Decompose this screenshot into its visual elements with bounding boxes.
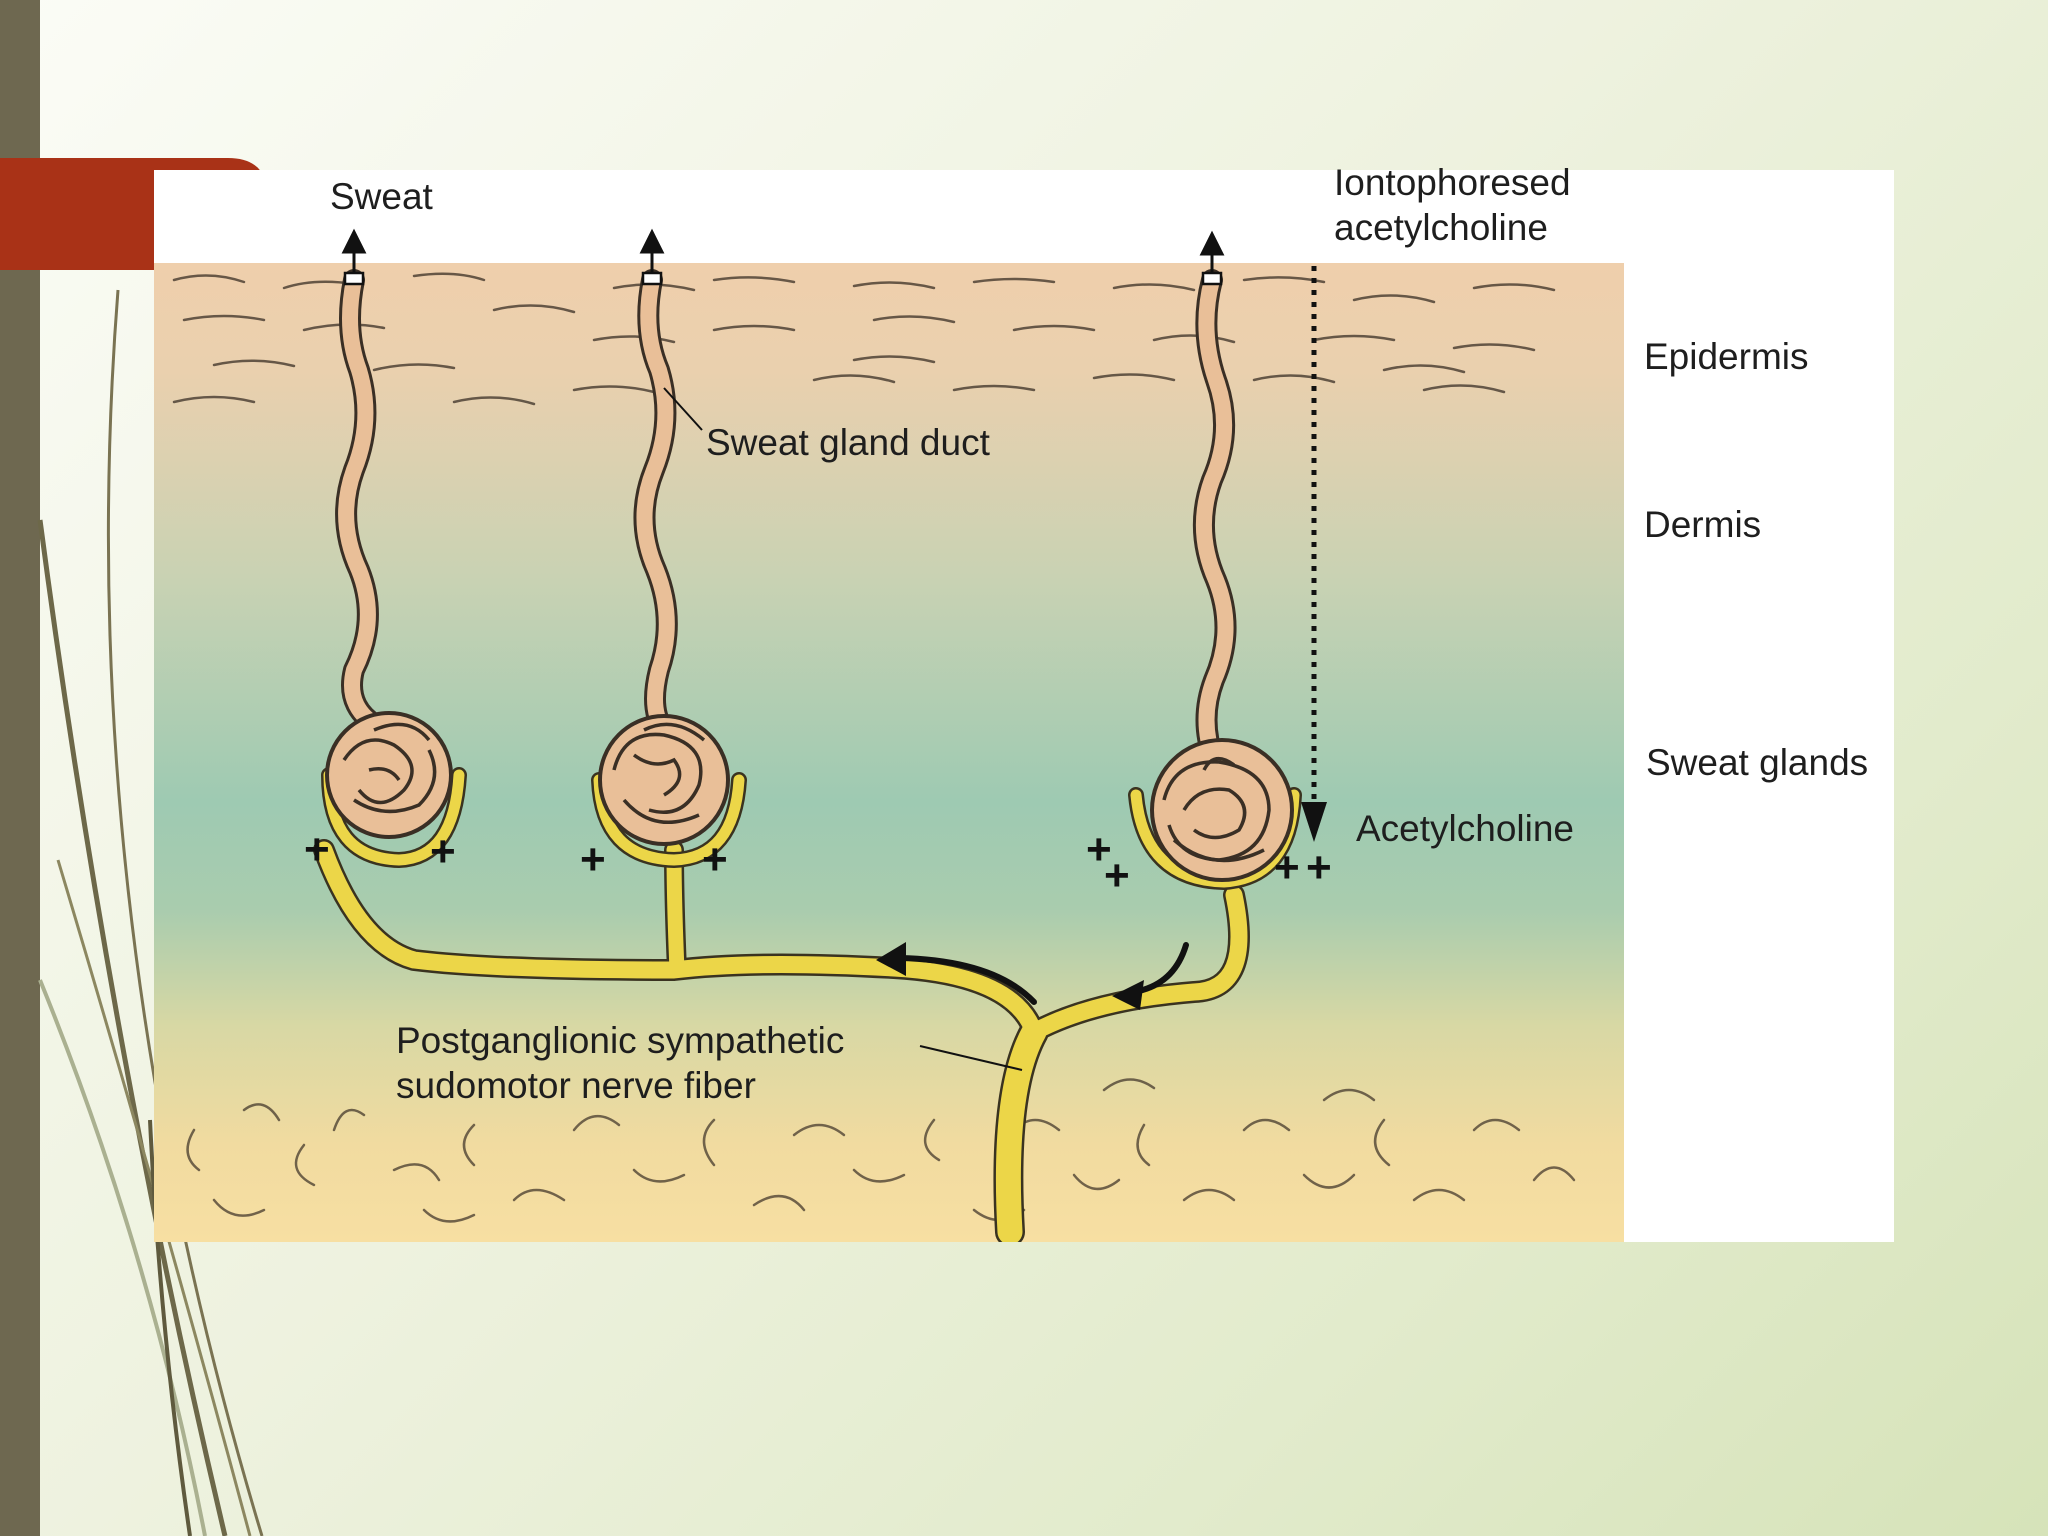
iontophoresis-arrowhead [1301,802,1327,842]
plus-sign: + [1104,851,1130,900]
nerve-fiber-fill [315,841,1248,1242]
label-epidermis: Epidermis [1644,336,1809,377]
label-iontophoresed-acetylcholine: Iontophoresed acetylcholine [1334,162,1571,249]
plus-sign: + [430,827,456,876]
impulse-arrowheads [876,942,1144,1010]
sweat-arrows [341,228,1225,286]
sweat-gland-ducts [335,269,1237,771]
deco-curve [38,979,207,1536]
plus-sign: + [702,835,728,884]
label-nerve-fiber: Postganglionic sympathetic sudomotor ner… [396,1020,845,1107]
deco-curve [148,1119,192,1536]
nerve-cups [321,767,1302,891]
gland-coil-2 [598,714,730,846]
deco-curve [37,519,228,1536]
plus-sign: + [580,835,606,884]
gland-coil-3 [1150,738,1294,882]
label-acetylcholine: Acetylcholine [1356,808,1575,849]
duct-leader-line [663,387,703,431]
label-sweat: Sweat [330,176,433,217]
plus-sign: + [1274,843,1300,892]
label-sweat-glands: Sweat glands [1646,742,1869,783]
nerve-leader-line [919,1045,1023,1071]
sweat-gland-diagram: Sweat Iontophoresed acetylcholine Epider… [154,162,1894,1242]
plus-sign: + [1306,843,1332,892]
deco-curve [106,289,264,1536]
diagram-canvas [154,228,1624,1242]
gland-coil-1 [325,711,453,839]
epidermis-texture [172,272,1556,406]
plus-sign: + [1086,825,1112,874]
label-dermis: Dermis [1644,504,1762,545]
plus-sign: + [304,825,330,874]
label-sweat-gland-duct: Sweat gland duct [706,422,990,463]
